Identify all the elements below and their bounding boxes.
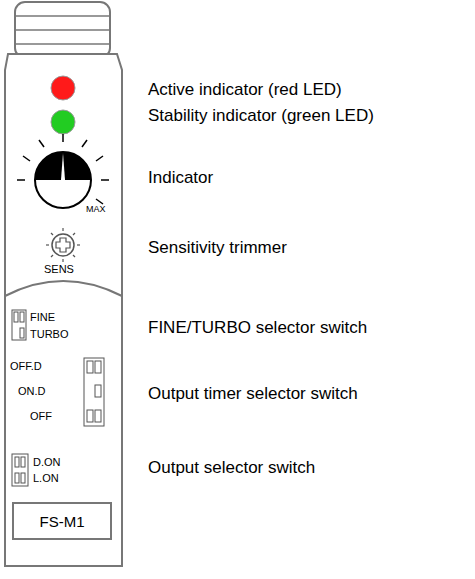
callout-label: Sensitivity trimmer [148, 238, 287, 258]
callout-label: FINE/TURBO selector switch [148, 318, 367, 338]
panel-marking: TURBO [30, 328, 69, 341]
callout-label: Active indicator (red LED) [148, 80, 342, 100]
dial-mark: MAX [86, 204, 106, 214]
panel-marking: D.ON [33, 456, 61, 469]
model-box: FS-M1 [12, 502, 112, 540]
panel-marking: FINE [30, 311, 55, 324]
panel-marking: ON.D [18, 385, 46, 398]
callout-label: Output selector switch [148, 458, 315, 478]
panel-marking: L.ON [33, 472, 59, 485]
panel-marking: SENS [44, 263, 74, 276]
callout-label: Indicator [148, 168, 213, 188]
panel-marking: OFF.D [10, 360, 42, 373]
callout-label: Output timer selector switch [148, 384, 358, 404]
model-name: FS-M1 [40, 513, 85, 530]
callout-label: Stability indicator (green LED) [148, 106, 374, 126]
panel-marking: OFF [30, 410, 52, 423]
